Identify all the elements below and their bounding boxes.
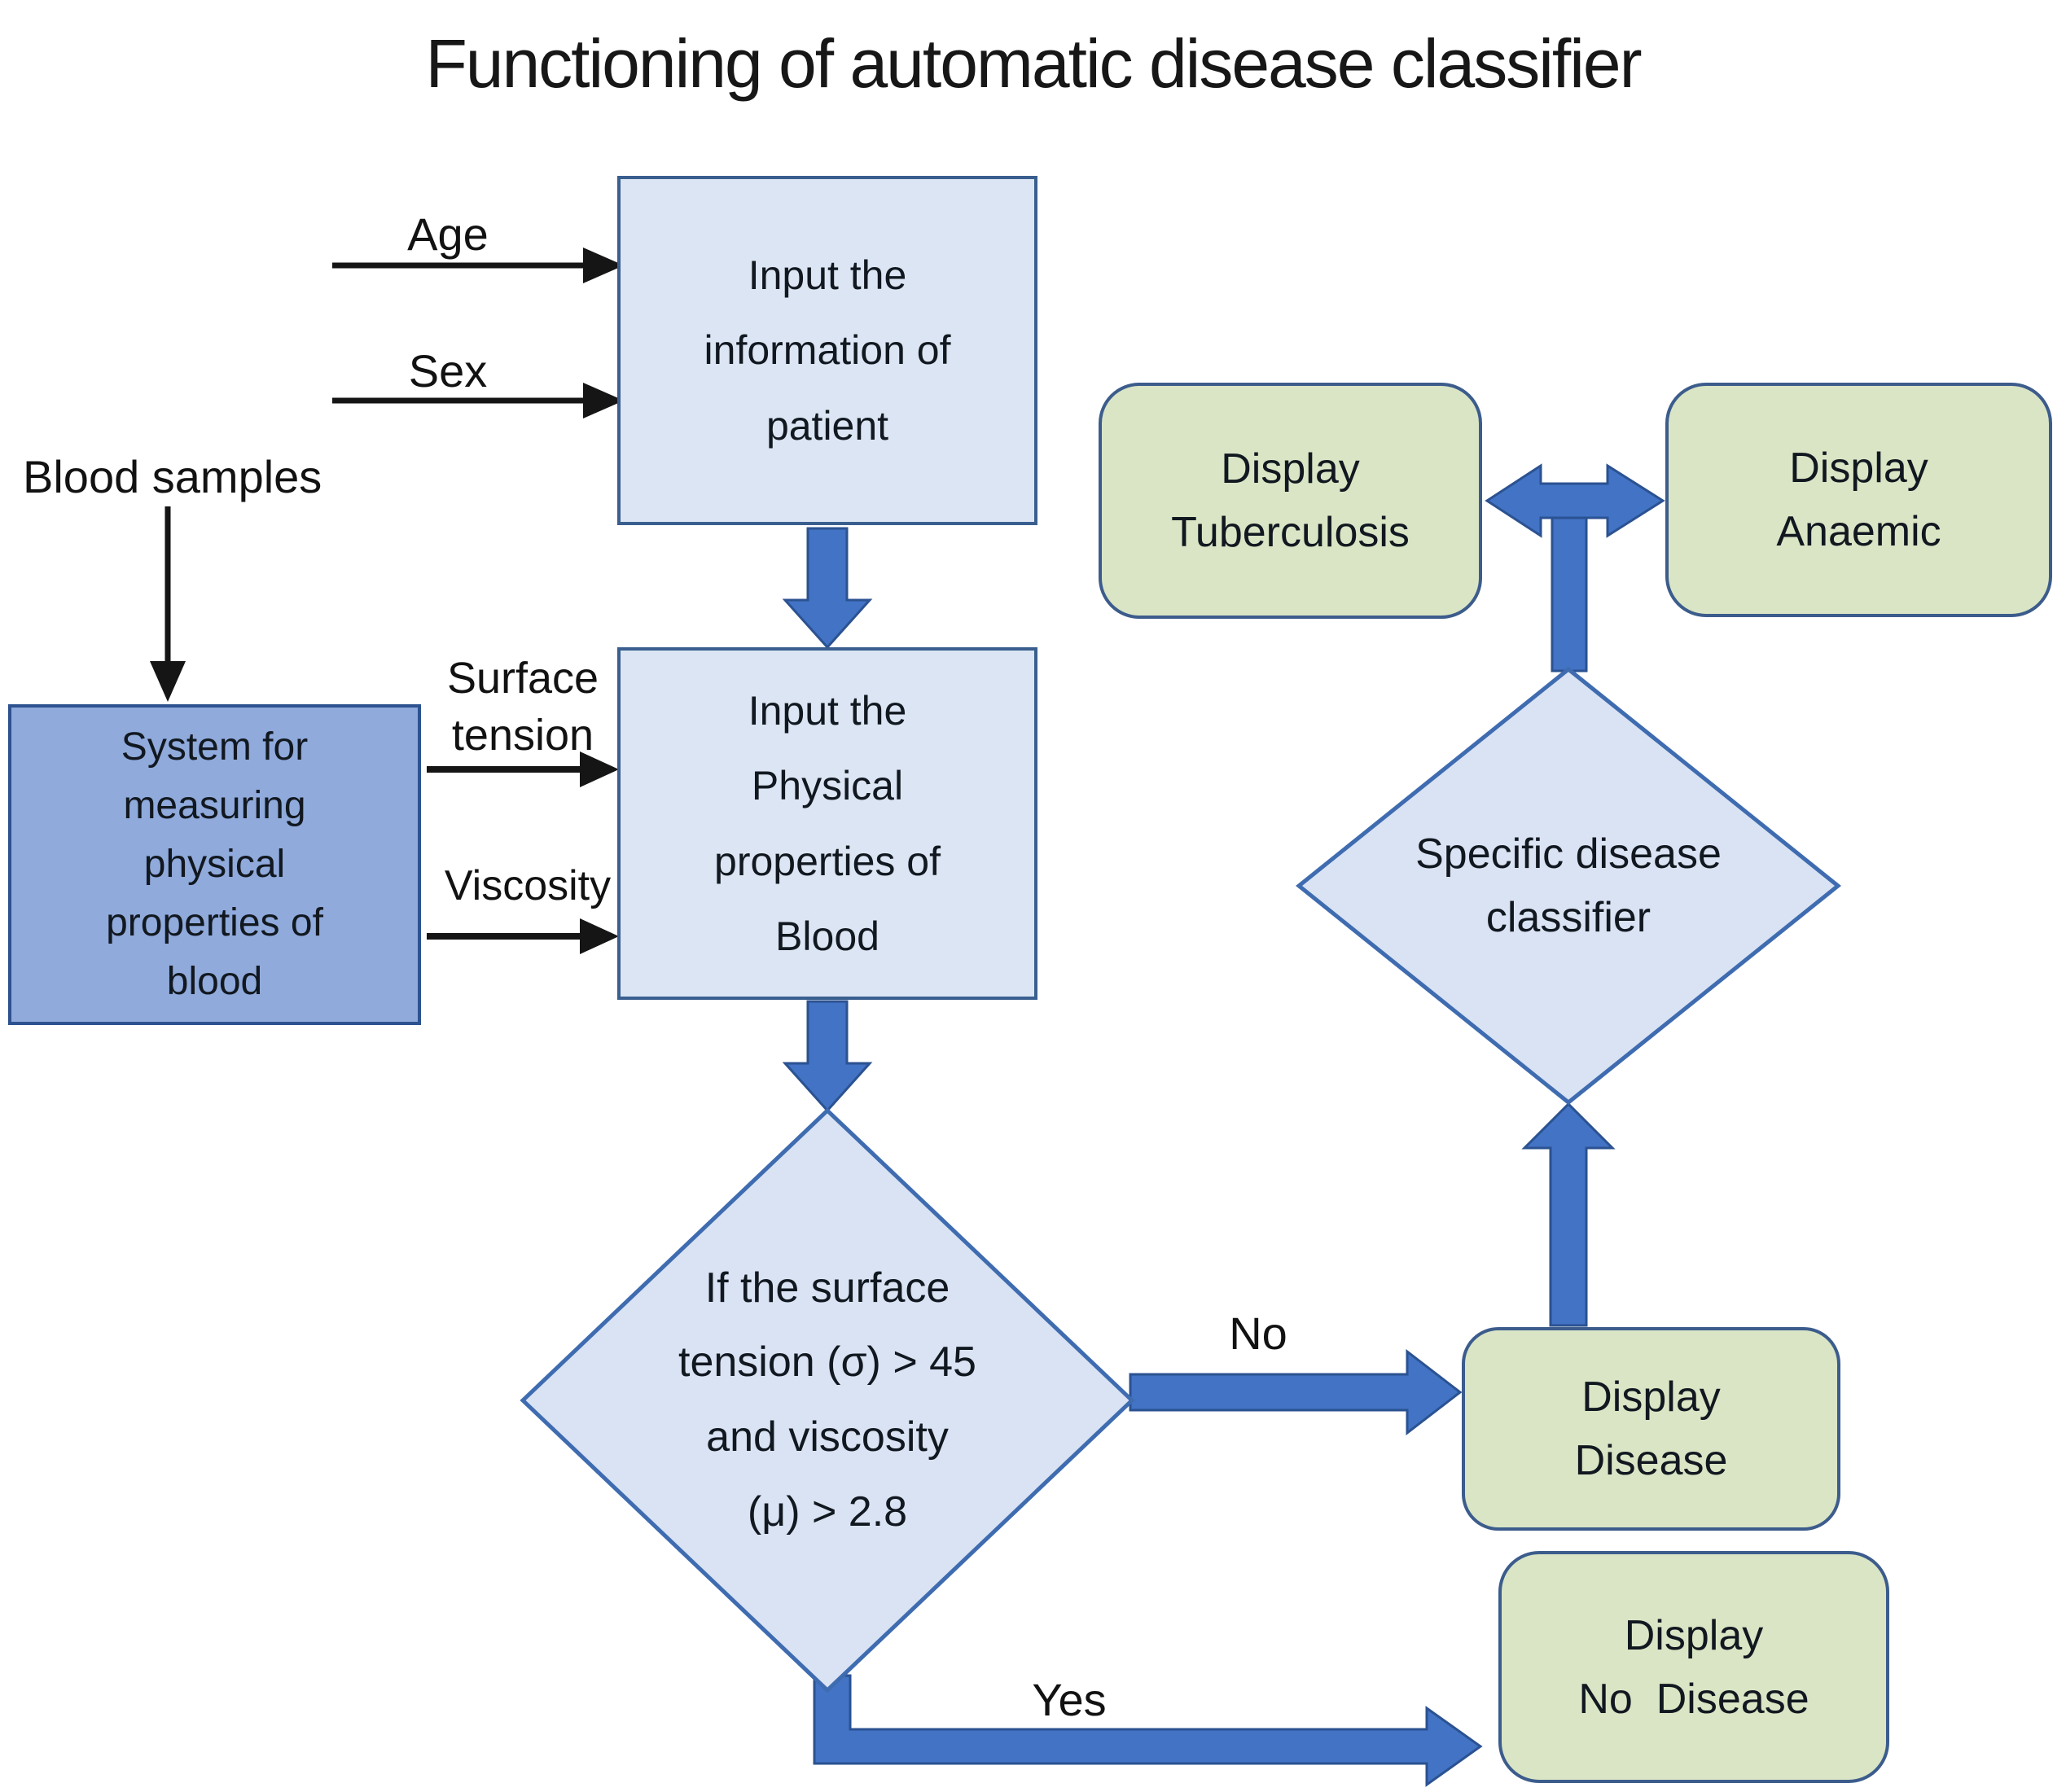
node-input-patient-info: Input the information of patient <box>617 176 1037 525</box>
sex-label: Sex <box>408 345 488 397</box>
threshold-decision-diamond <box>520 1107 1135 1693</box>
tuberculosis-anaemic-double-arrow <box>1485 463 1665 538</box>
node-display-disease: Display Disease <box>1462 1327 1840 1531</box>
no-arrow <box>1129 1348 1463 1436</box>
node-display-anaemic-label: Display Anaemic <box>1776 445 1941 555</box>
classifier-up-shaft <box>1551 495 1588 673</box>
viscosity-label: Viscosity <box>444 862 612 909</box>
node-input-blood-properties: Input the Physical properties of Blood <box>617 647 1037 1000</box>
node-display-tuberculosis-label: Display Tuberculosis <box>1171 445 1410 556</box>
node-measuring-system-label: System for measuring physical properties… <box>106 725 323 1003</box>
yes-label: Yes <box>1032 1674 1107 1725</box>
node-input-blood-properties-label: Input the Physical properties of Blood <box>714 687 941 960</box>
viscosity-arrow <box>427 918 619 954</box>
node-input-patient-info-label: Input the information of patient <box>704 252 951 449</box>
patient-to-properties-arrow <box>782 527 873 650</box>
no-label: No <box>1229 1308 1287 1359</box>
node-display-tuberculosis: Display Tuberculosis <box>1099 383 1482 619</box>
node-measuring-system: System for measuring physical properties… <box>8 704 421 1025</box>
node-display-anaemic: Display Anaemic <box>1665 383 2052 617</box>
disease-to-classifier-arrow <box>1521 1102 1616 1327</box>
age-label: Age <box>407 208 489 260</box>
node-specific-classifier-label: Specific disease classifier <box>1415 830 1722 941</box>
blood-samples-arrow <box>150 506 186 702</box>
node-threshold-decision-label: If the surface tension (σ) > 45 and visc… <box>678 1264 976 1536</box>
yes-elbow-arrow <box>813 1674 1483 1787</box>
page-title: Functioning of automatic disease classif… <box>425 25 1642 102</box>
blood-samples-label: Blood samples <box>23 451 322 502</box>
surface-tension-label: Surface tension <box>446 654 599 760</box>
node-display-no-disease: Display No Disease <box>1498 1551 1889 1783</box>
sex-arrow <box>332 383 624 418</box>
specific-classifier-diamond <box>1296 666 1841 1106</box>
node-display-disease-label: Display Disease <box>1574 1374 1728 1484</box>
age-arrow <box>332 248 624 283</box>
surface-tension-arrow <box>427 751 619 787</box>
node-display-no-disease-label: Display No Disease <box>1578 1611 1809 1723</box>
properties-to-decision-arrow <box>782 1000 873 1113</box>
